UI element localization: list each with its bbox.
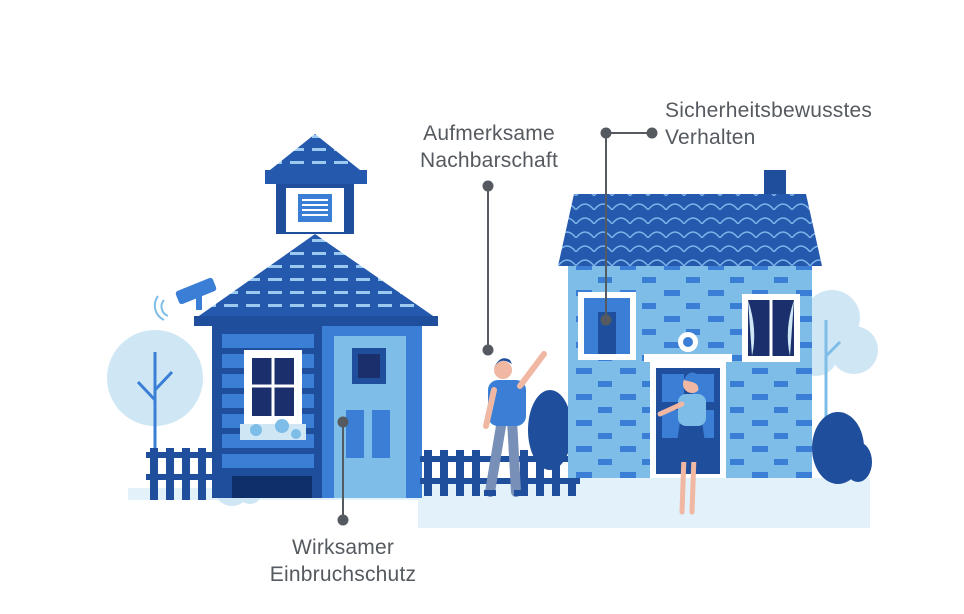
label-burglary-line2: Einbruchschutz xyxy=(269,563,417,586)
woman-figure xyxy=(657,372,708,515)
left-house-roof xyxy=(196,234,436,318)
tree-left xyxy=(107,330,203,488)
label-burglary-line1: Wirksamer xyxy=(291,536,395,559)
leader-behavior xyxy=(600,127,658,326)
label-neighbors: Aufmerksame Nachbarschaft xyxy=(407,120,571,174)
chimney xyxy=(764,170,786,196)
label-behavior: Sicherheitsbewusstes Verhalten xyxy=(665,97,872,151)
label-neighbors-line1: Aufmerksame xyxy=(423,122,555,145)
label-behavior-line2: Verhalten xyxy=(665,126,756,149)
leader-neighbors xyxy=(482,180,494,356)
man-figure xyxy=(483,351,547,497)
left-house xyxy=(146,134,438,500)
vent xyxy=(298,194,332,222)
tower-roof xyxy=(270,134,360,170)
right-house-roof xyxy=(558,194,822,266)
fence-left xyxy=(146,448,212,500)
label-neighbors-line2: Nachbarschaft xyxy=(419,149,558,172)
label-behavior-line1: Sicherheitsbewusstes xyxy=(665,99,873,122)
camera-icon xyxy=(153,277,217,321)
leader-burglary xyxy=(337,416,349,526)
label-burglary: Wirksamer Einbruchschutz xyxy=(254,534,432,588)
